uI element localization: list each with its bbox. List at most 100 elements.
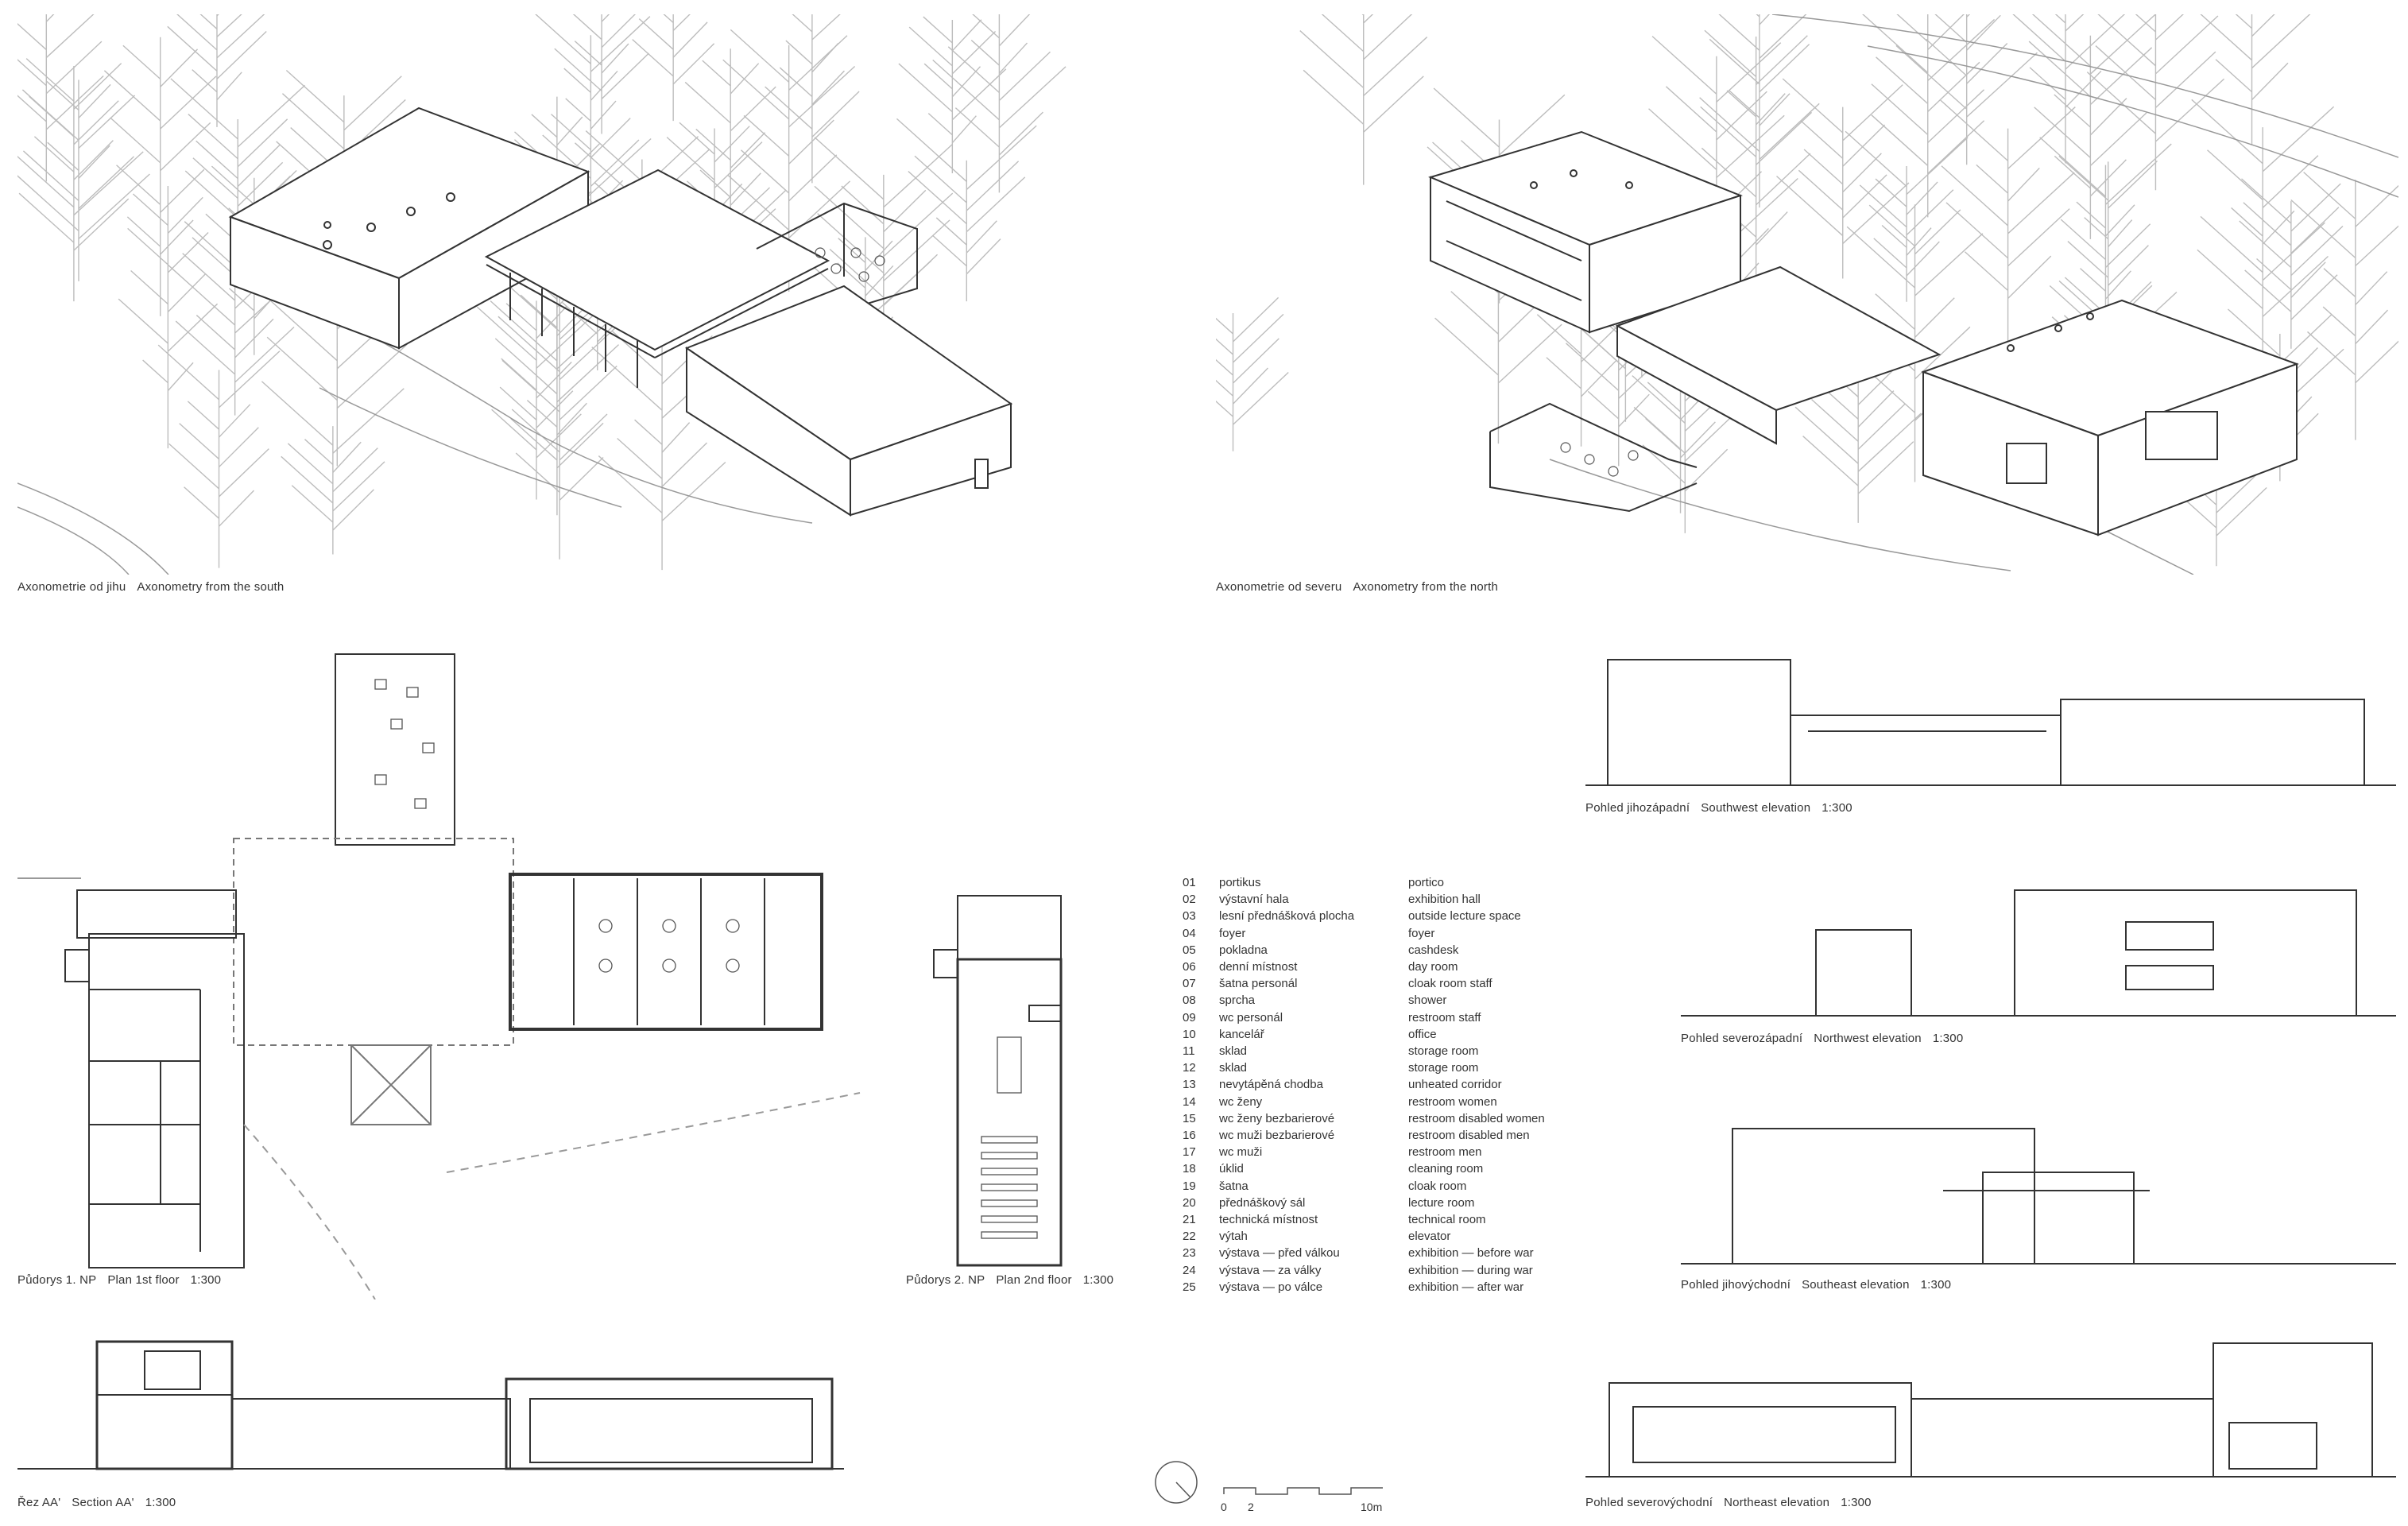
north-arrow-icon <box>1155 1461 1198 1504</box>
scale-label-zero: 0 <box>1221 1501 1227 1513</box>
legend-num: 04 <box>1183 926 1196 940</box>
legend-cz: šatna personál <box>1219 977 1298 991</box>
legend-en: storage room <box>1408 1061 1479 1075</box>
tree-icon <box>1895 14 2038 165</box>
south-left-block <box>228 107 590 350</box>
scale-label-two: 2 <box>1248 1501 1254 1513</box>
legend-num: 12 <box>1183 1061 1196 1075</box>
legend-cz: sklad <box>1219 1044 1248 1059</box>
legend-cz: wc muži <box>1219 1145 1263 1160</box>
legend-en: exhibition — after war <box>1408 1280 1524 1294</box>
legend-row: 01 portikus portico <box>1183 874 1567 891</box>
legend-num: 10 <box>1183 1027 1196 1041</box>
tree-icon <box>2086 14 2225 191</box>
tree-icon <box>17 14 104 182</box>
north-lecture-court <box>1489 402 1698 513</box>
legend-en: cloak room staff <box>1408 977 1492 991</box>
legend-cz: foyer <box>1219 926 1246 940</box>
legend-en: restroom disabled women <box>1408 1111 1545 1125</box>
plan-1st-floor-drawing <box>17 653 861 1299</box>
legend-en: foyer <box>1408 926 1435 940</box>
tree-icon <box>554 14 649 134</box>
legend-num: 16 <box>1183 1129 1196 1143</box>
scale-bar <box>1223 1487 1383 1495</box>
caption-elev-ne: Pohled severovýchodní Northeast elevation… <box>1585 1496 1872 1509</box>
legend-en: technical room <box>1408 1213 1486 1227</box>
tree-icon <box>632 14 715 122</box>
tree-icon <box>157 344 281 568</box>
legend-num: 25 <box>1183 1280 1196 1294</box>
caption-cz: Půdorys 2. NP <box>906 1273 985 1287</box>
elevation-southeast-drawing <box>1681 1128 2396 1265</box>
tree-icon <box>2012 14 2126 164</box>
legend-cz: výstavní hala <box>1219 893 1289 907</box>
section-aa: Řez AA'Section AA'1:300 <box>17 1335 860 1518</box>
caption-scale: 1:300 <box>1821 801 1852 815</box>
legend-en: restroom disabled men <box>1408 1129 1530 1143</box>
caption-en: Northwest elevation <box>1814 1032 1922 1045</box>
north-left-block <box>1428 130 1743 334</box>
tree-icon <box>2290 172 2398 440</box>
caption-en: Northeast elevation <box>1724 1496 1830 1509</box>
legend-en: restroom staff <box>1408 1010 1481 1024</box>
legend-num: 06 <box>1183 960 1196 974</box>
tree-icon <box>103 37 217 316</box>
elevation-southwest-drawing <box>1585 659 2396 786</box>
legend-cz: šatna <box>1219 1179 1249 1193</box>
legend-en: portico <box>1408 876 1445 889</box>
south-portico <box>484 168 830 388</box>
legend-num: 01 <box>1183 876 1196 889</box>
legend-num: 21 <box>1183 1213 1196 1227</box>
legend-cz: denní místnost <box>1219 960 1298 974</box>
caption-scale: 1:300 <box>1920 1278 1952 1292</box>
legend-en: restroom men <box>1408 1145 1482 1160</box>
legend-cz: úklid <box>1219 1162 1244 1176</box>
tree-icon <box>1216 296 1289 451</box>
legend-cz: výstava — po válce <box>1219 1280 1323 1294</box>
caption-cz: Řez AA' <box>17 1496 61 1509</box>
caption-scale: 1:300 <box>145 1496 176 1509</box>
elevation-northeast-drawing <box>1585 1342 2396 1478</box>
caption-cz: Pohled severovýchodní <box>1585 1496 1713 1509</box>
tree-icon <box>17 58 144 302</box>
legend-en: shower <box>1408 993 1447 1008</box>
legend-cz: přednáškový sál <box>1219 1195 1306 1210</box>
legend-en: cashdesk <box>1408 943 1459 957</box>
legend-en: cloak room <box>1408 1179 1467 1193</box>
legend-cz: wc muži bezbarierové <box>1219 1129 1335 1143</box>
legend-num: 18 <box>1183 1162 1196 1176</box>
tree-icon <box>476 300 597 500</box>
legend-cz: portikus <box>1219 876 1261 889</box>
tree-icon <box>17 79 150 281</box>
elevation-northeast: Pohled severovýchodní Northeast elevation… <box>1585 1335 2396 1518</box>
legend-cz: wc ženy bezbarierové <box>1219 1111 1335 1125</box>
caption-scale: 1:300 <box>1841 1496 1872 1509</box>
caption-cz: Pohled jihovýchodní <box>1681 1278 1791 1292</box>
legend-num: 24 <box>1183 1263 1196 1277</box>
caption-en: Axonometry from the north <box>1353 580 1499 594</box>
legend-num: 09 <box>1183 1010 1196 1024</box>
